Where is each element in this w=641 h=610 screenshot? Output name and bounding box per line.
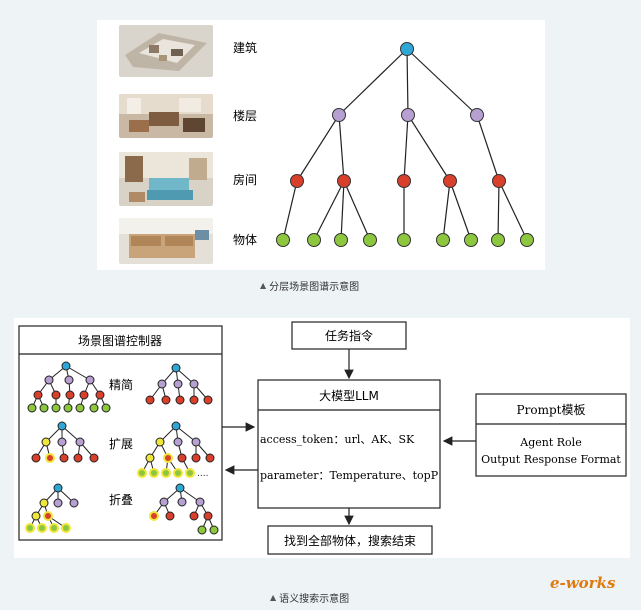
mode-label-expand: 扩展 xyxy=(109,437,133,451)
llm-parameter-line: parameter：Temperature、topP xyxy=(260,469,439,482)
floor-node xyxy=(401,108,415,122)
level-label-room: 房间 xyxy=(233,172,257,187)
prompt-template-box xyxy=(475,393,627,477)
room-node xyxy=(397,174,411,188)
object-photo xyxy=(119,218,213,264)
task-instruction-label: 任务指令 xyxy=(325,328,373,343)
mode-label-fold: 折叠 xyxy=(109,492,133,507)
room-photo xyxy=(119,152,213,206)
mini-tree-fold-before xyxy=(25,483,79,533)
hierarchy-caption: ▲ 分层场景图谱示意图 xyxy=(260,278,359,293)
object-node xyxy=(436,233,450,247)
hierarchy-tree: 建筑 楼层 房间 物体 xyxy=(233,40,534,247)
mini-tree-expand-after: .... xyxy=(137,421,215,479)
object-node xyxy=(363,233,377,247)
prompt-title: Prompt模板 xyxy=(517,403,586,417)
room-node xyxy=(290,174,304,188)
building-node xyxy=(400,42,414,56)
floor-photo xyxy=(119,94,213,138)
mini-tree-expand-before xyxy=(31,421,99,463)
room-node xyxy=(492,174,506,188)
tree-edges xyxy=(282,48,528,241)
search-figure-panel: 场景图谱控制器 精简 xyxy=(14,318,630,558)
search-caption-text: 语义搜索示意图 xyxy=(279,594,350,605)
object-node xyxy=(464,233,478,247)
floor-node xyxy=(332,108,346,122)
search-caption: ▲ 语义搜索示意图 xyxy=(270,590,349,605)
object-node xyxy=(307,233,321,247)
object-node xyxy=(334,233,348,247)
room-node xyxy=(443,174,457,188)
result-box xyxy=(267,525,433,555)
level-label-building: 建筑 xyxy=(233,40,257,55)
e-works-logo: e-works xyxy=(550,574,616,592)
result-label: 找到全部物体，搜索结束 xyxy=(284,533,416,548)
object-node xyxy=(491,233,505,247)
floor-node xyxy=(470,108,484,122)
object-node xyxy=(276,233,290,247)
object-node xyxy=(520,233,534,247)
llm-title: 大模型LLM xyxy=(319,389,379,403)
controller-title: 场景图谱控制器 xyxy=(78,334,162,348)
mode-label-simplify: 精简 xyxy=(109,378,133,392)
search-diagram: 场景图谱控制器 精简 xyxy=(18,321,627,555)
mini-tree-simplified-full xyxy=(27,361,111,413)
scene-graph-controller-box xyxy=(18,325,223,541)
level-label-object: 物体 xyxy=(233,233,257,247)
mini-tree-fold-after xyxy=(149,483,219,535)
llm-access-token-line: access_token：url、AK、SK xyxy=(260,433,415,446)
prompt-output-format: Output Response Format xyxy=(481,453,621,466)
triangle-icon: ▲ xyxy=(260,281,267,290)
svg-text:....: .... xyxy=(197,469,208,479)
level-label-floor: 楼层 xyxy=(233,108,257,123)
object-node xyxy=(397,233,411,247)
building-photo xyxy=(119,25,213,77)
mini-tree-simplified-result xyxy=(145,363,213,405)
prompt-agent-role: Agent Role xyxy=(519,436,581,449)
hierarchy-caption-text: 分层场景图谱示意图 xyxy=(269,282,360,293)
triangle-icon: ▲ xyxy=(270,593,277,602)
hierarchy-figure-panel: 建筑 楼层 房间 物体 xyxy=(97,20,545,270)
room-node xyxy=(337,174,351,188)
